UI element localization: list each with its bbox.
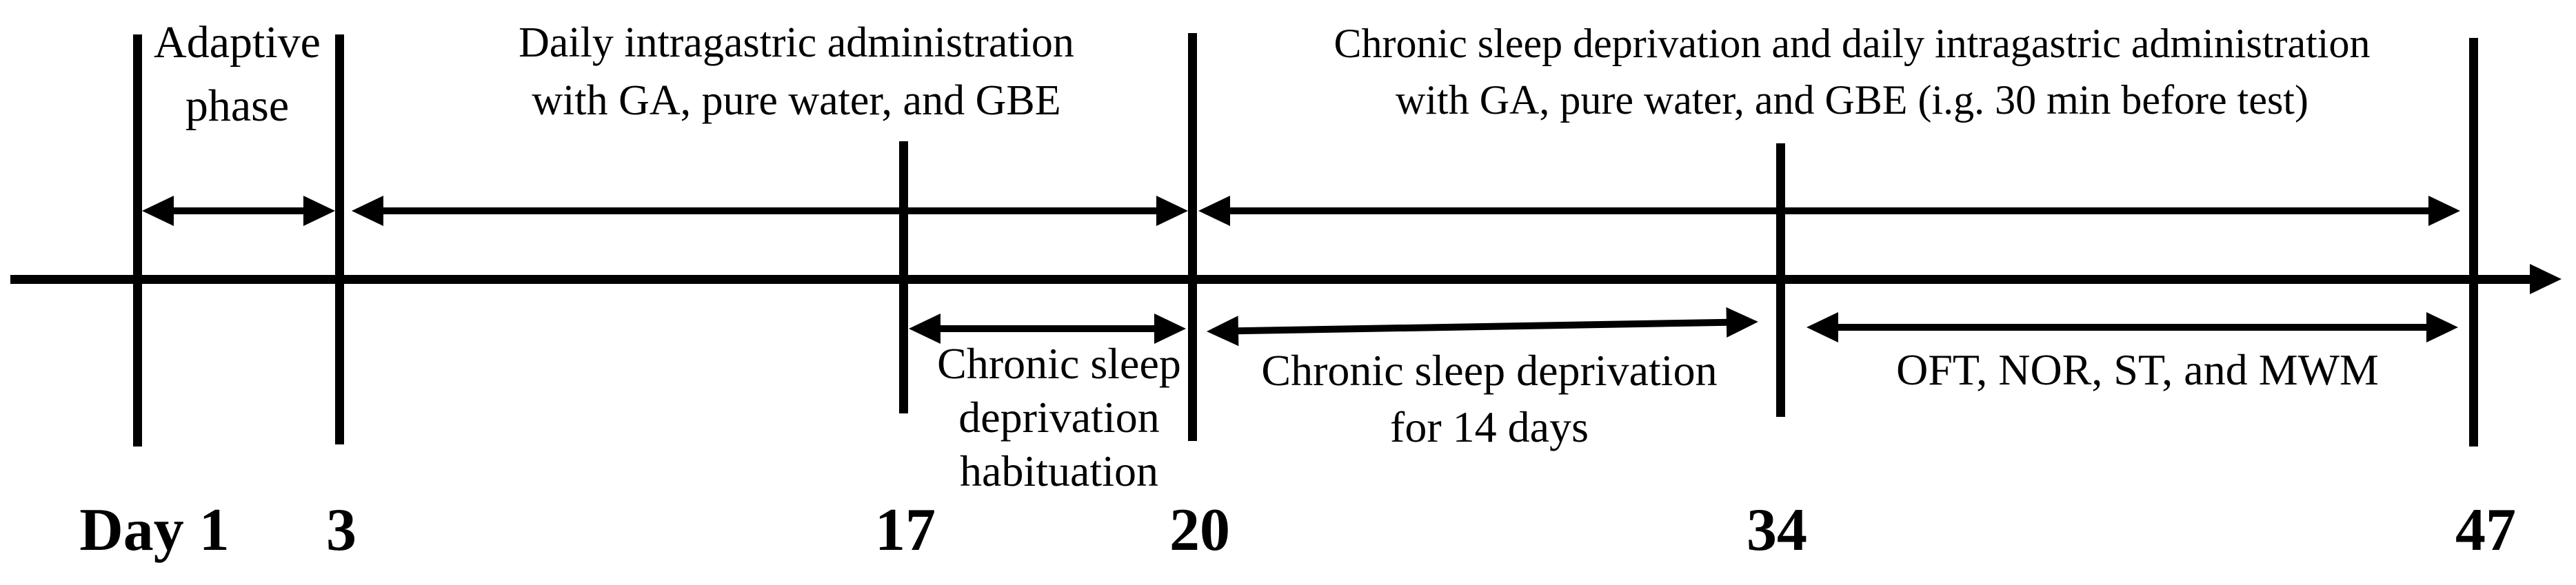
arrow-behavior-tests — [1807, 312, 2458, 342]
phase-label-csd-14-days: Chronic sleep deprivation for 14 days — [1261, 346, 1718, 451]
arrow-csd-habituation — [909, 314, 1186, 344]
arrow-csd-and-administration — [1198, 196, 2460, 226]
day-marker-34: 34 — [1747, 497, 1807, 564]
arrow-daily-administration — [352, 196, 1188, 226]
tick-day-3 — [335, 34, 344, 444]
arrow-adaptive-phase — [142, 196, 335, 226]
day-marker-1: Day 1 — [79, 497, 230, 564]
tick-day-1 — [133, 34, 142, 447]
day-marker-17: 17 — [875, 497, 936, 564]
tick-day-47 — [2469, 38, 2478, 447]
phase-label-csd-habituation: Chronic sleep deprivation habituation — [937, 339, 1181, 495]
phase-label-behavior-tests: OFT, NOR, ST, and MWM — [1896, 345, 2379, 394]
timeline-axis — [10, 264, 2562, 294]
phase-label-daily-administration: Daily intragastric administration with G… — [519, 19, 1074, 124]
phase-label-adaptive: Adaptive phase — [154, 17, 321, 131]
day-marker-20: 20 — [1169, 497, 1230, 564]
arrow-csd-14-days — [1207, 307, 1759, 347]
phase-label-csd-and-administration: Chronic sleep deprivation and daily intr… — [1334, 21, 2371, 123]
day-marker-3: 3 — [326, 497, 356, 564]
tick-day-20 — [1188, 33, 1197, 441]
timeline-axis-line — [10, 275, 2541, 284]
day-marker-47: 47 — [2455, 497, 2516, 564]
